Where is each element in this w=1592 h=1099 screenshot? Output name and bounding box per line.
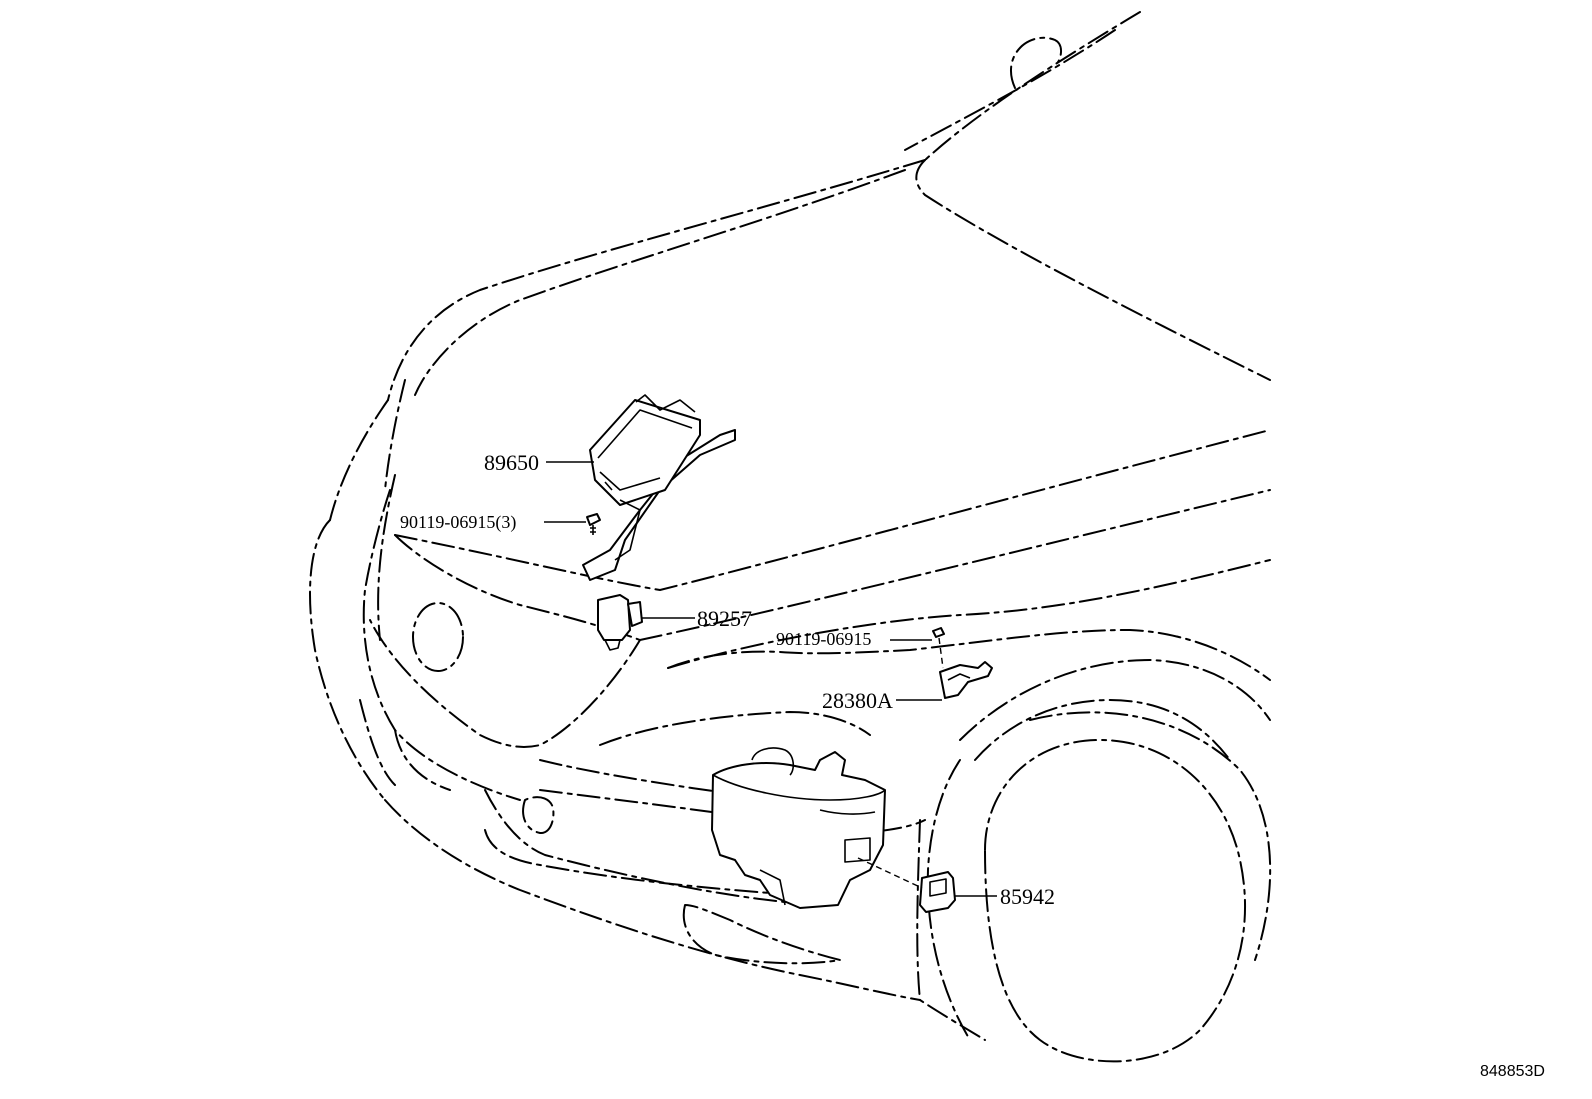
washer-reservoir (711, 747, 886, 909)
figure-id: 848853D (1480, 1063, 1545, 1080)
callout-90119-06915-3[interactable]: 90119-06915(3) (400, 512, 516, 533)
callout-28380A[interactable]: 28380A (822, 688, 893, 713)
bolt-set-of-three[interactable] (586, 513, 601, 535)
sensor-unit[interactable] (597, 594, 643, 651)
bolt-single[interactable] (932, 627, 945, 669)
vehicle-outline (309, 11, 1272, 1063)
bracket-part[interactable] (939, 661, 993, 699)
callout-90119-06915[interactable]: 90119-06915 (776, 629, 871, 649)
callout-85942[interactable]: 85942 (1000, 884, 1055, 909)
callout-89257[interactable]: 89257 (697, 606, 752, 631)
callouts: 89650 90119-06915(3) 89257 90119-06915 2… (400, 450, 1055, 909)
connector-part[interactable] (857, 857, 956, 913)
callout-89650[interactable]: 89650 (484, 450, 539, 475)
ecu-assembly[interactable] (582, 394, 736, 581)
